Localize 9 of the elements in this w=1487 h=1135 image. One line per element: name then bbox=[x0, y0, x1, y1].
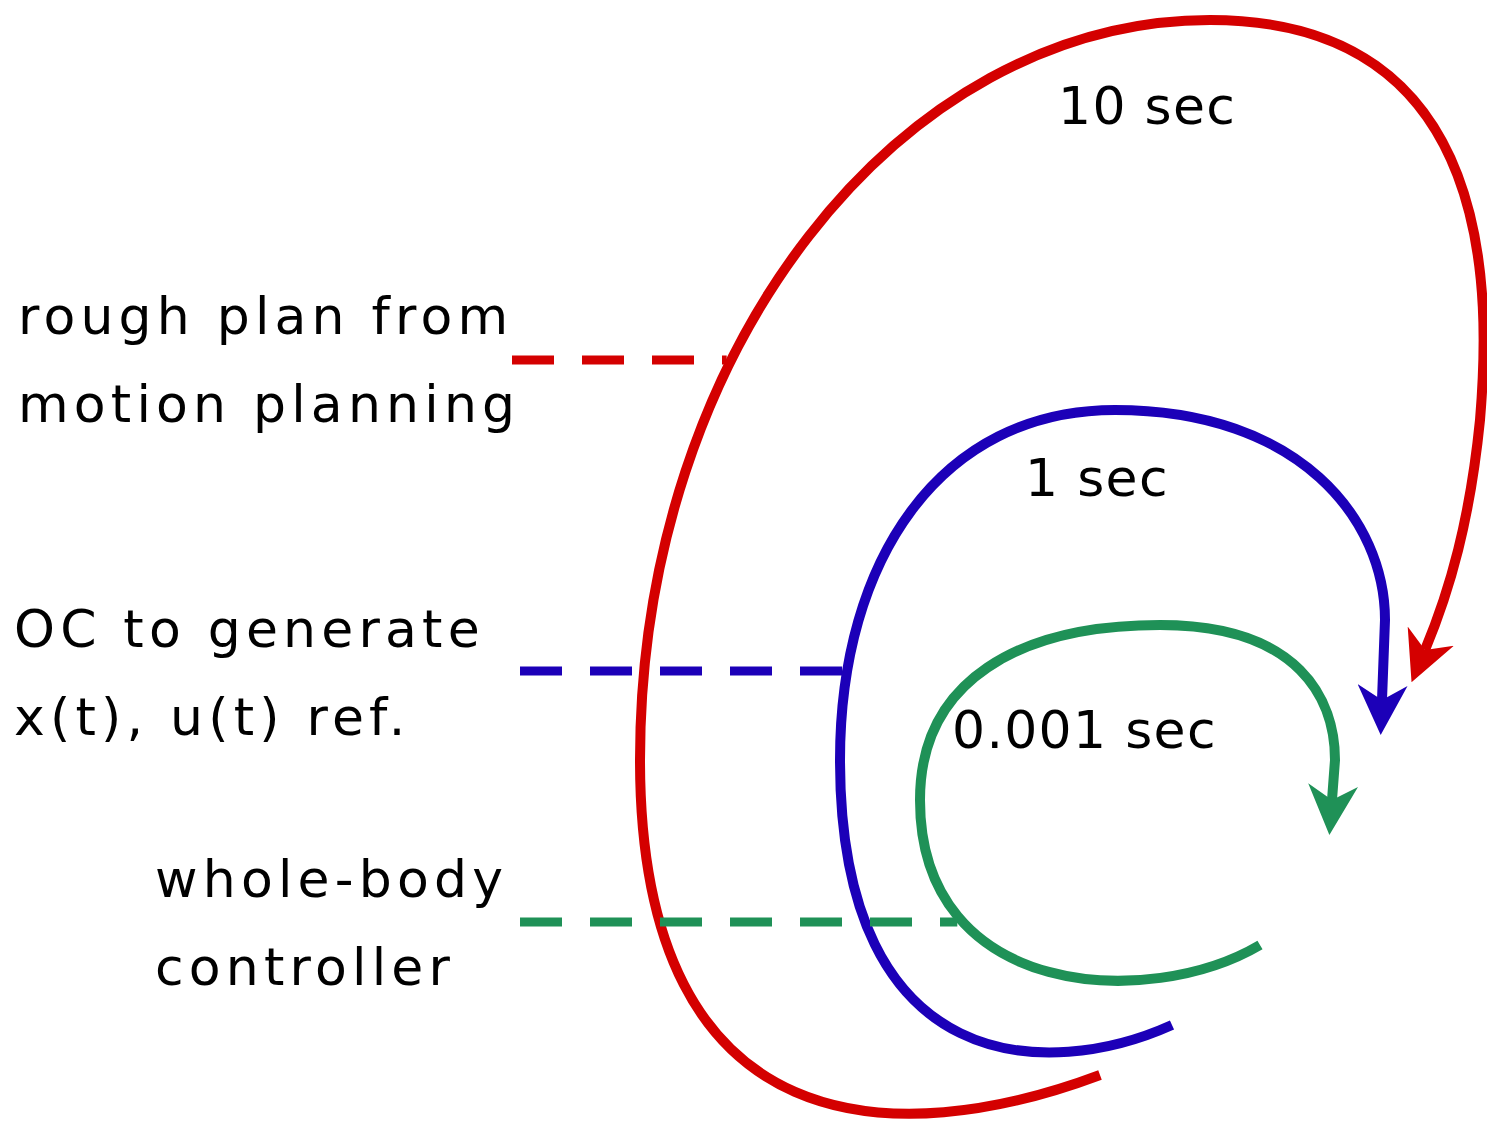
leader-line bbox=[520, 666, 843, 676]
duration-label: 1 sec bbox=[1025, 452, 1169, 504]
annotation-text: OC to generate x(t), u(t) ref. bbox=[14, 598, 486, 749]
leader-line bbox=[520, 917, 958, 927]
duration-label: 10 sec bbox=[1058, 80, 1237, 132]
leader-line bbox=[512, 355, 727, 365]
annotation-text: rough plan from motion planning bbox=[18, 285, 522, 436]
annotation-text: whole-body controller bbox=[155, 848, 510, 999]
duration-label: 0.001 sec bbox=[952, 704, 1217, 756]
